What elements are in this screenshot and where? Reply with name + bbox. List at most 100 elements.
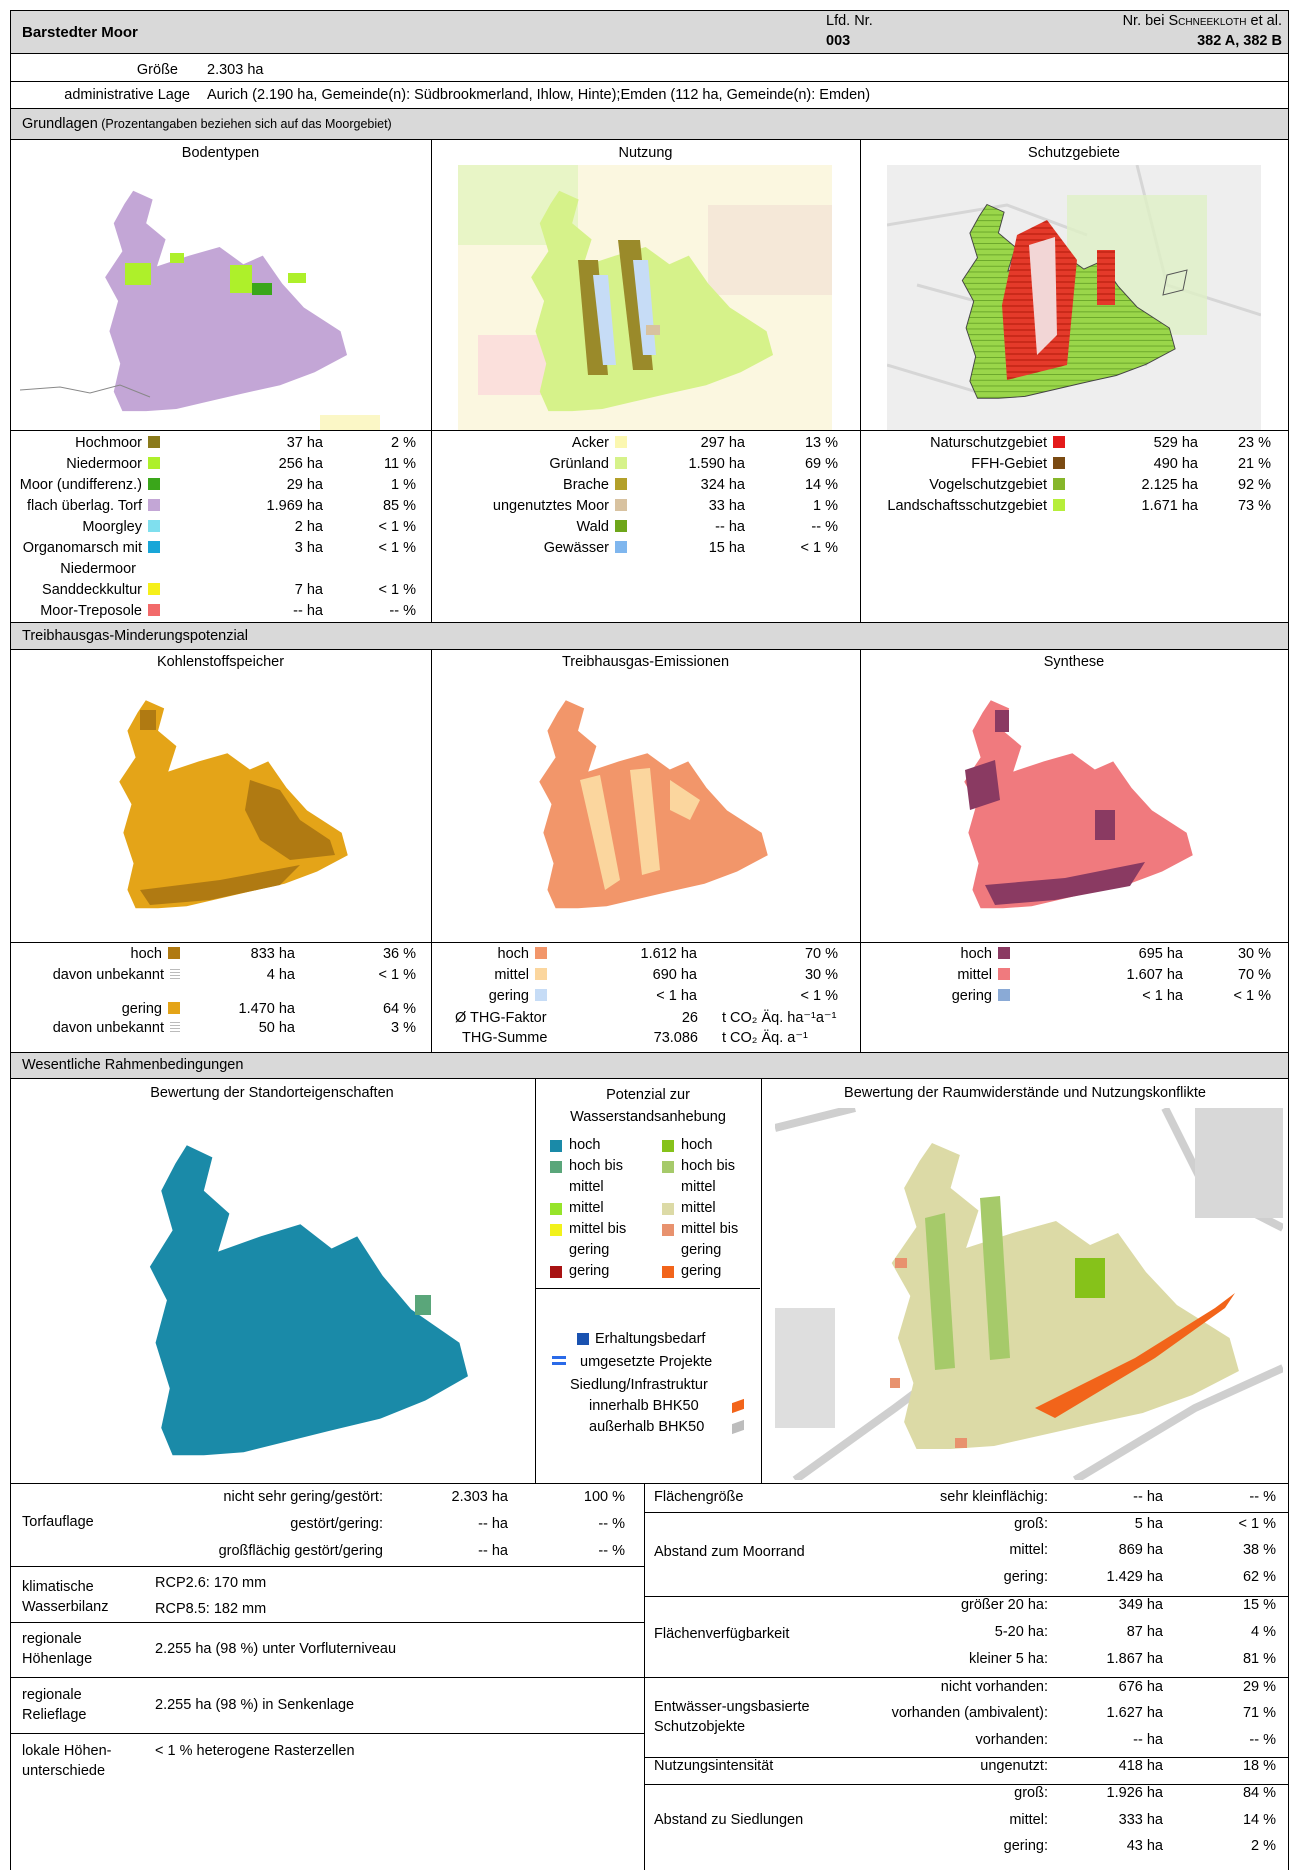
right-pct: 81 % [1242, 1651, 1276, 1667]
right-ha: 43 ha [1126, 1838, 1163, 1854]
schutz-obj-label: Entwässer-ungsbasierte [654, 1699, 810, 1715]
projekte-label: umgesetzte Projekte [580, 1354, 713, 1370]
table-rule [431, 139, 432, 622]
legend-label-text: Naturschutzgebiet [930, 435, 1047, 451]
legend-ha: 2.125 ha [1141, 477, 1198, 493]
legend-swatch [148, 457, 160, 469]
legend-pct: 70 % [804, 946, 838, 962]
verf-label: Flächenverfügbarkeit [654, 1626, 790, 1642]
legend-label: Landschaftsschutzgebiet [887, 497, 1065, 515]
right-pct: 18 % [1242, 1758, 1276, 1774]
legend-swatch [148, 604, 160, 616]
legend-ha: 37 ha [286, 435, 323, 451]
potenzial-label: gering [681, 1263, 722, 1279]
lfd-label: Lfd. Nr. [826, 13, 873, 29]
legend-pct: 1 % [813, 498, 838, 514]
klima-rcp85: RCP8.5: 182 mm [155, 1601, 267, 1617]
legend-pct: 92 % [1237, 477, 1271, 493]
potenzial-label: hoch [569, 1137, 601, 1153]
legend-label-text: Moorgley [82, 519, 142, 535]
legend-pct: < 1 % [1233, 988, 1271, 1004]
legend-swatch [535, 989, 547, 1001]
legend-label-text: davon unbekannt [52, 1020, 164, 1036]
right-pct: 84 % [1242, 1785, 1276, 1801]
right-ha: 1.867 ha [1106, 1651, 1163, 1667]
legend-label: Naturschutzgebiet [930, 434, 1065, 452]
legend-ha: 33 ha [708, 498, 745, 514]
table-rule [860, 649, 861, 1052]
legend-label-text: flach überlag. Torf [27, 498, 142, 514]
right-pct: < 1 % [1238, 1516, 1276, 1532]
page-title: Barstedter Moor [22, 24, 138, 41]
right-cond: größer 20 ha: [960, 1597, 1048, 1613]
potenzial-swatch [662, 1266, 674, 1278]
legend-swatch [615, 457, 627, 469]
groesse-label: Größe [136, 62, 178, 78]
legend-ha: 1.590 ha [688, 456, 745, 472]
hoehen-label: regionale [22, 1631, 82, 1647]
potenzial-swatch [550, 1161, 562, 1173]
legend-label: Gewässer [544, 539, 627, 557]
table-rule [10, 649, 1288, 650]
torf-pct: 100 % [583, 1489, 625, 1505]
siedl-label: Abstand zu Siedlungen [654, 1812, 804, 1828]
legend-swatch [1053, 478, 1065, 490]
legend-swatch [615, 499, 627, 511]
legend-pct: 30 % [1237, 946, 1271, 962]
legend-label: gering [489, 987, 547, 1005]
synth-map [945, 690, 1205, 925]
right-pct: -- % [1249, 1732, 1276, 1748]
abstand-label: Abstand zum Moorrand [654, 1544, 805, 1560]
right-cond: gering: [1003, 1838, 1048, 1854]
legend-ha: 3 ha [294, 540, 323, 556]
legend-label: Wald [577, 518, 627, 536]
rahmen-heading: Wesentliche Rahmenbedingungen [22, 1057, 244, 1073]
grundlagen-band [10, 109, 1288, 139]
potenzial-label: mittel bis [569, 1221, 627, 1237]
schutz-map [887, 165, 1261, 430]
legend-swatch [615, 520, 627, 532]
potenzial-label: gering [569, 1242, 610, 1258]
right-pct: 4 % [1251, 1624, 1276, 1640]
potenzial-label: mittel [569, 1179, 604, 1195]
right-ha: 349 ha [1118, 1597, 1163, 1613]
boden-map [20, 165, 420, 430]
right-pct: -- % [1249, 1489, 1276, 1505]
legend-ha: 1.612 ha [640, 946, 697, 962]
legend-pct: 21 % [1237, 456, 1271, 472]
table-rule [431, 649, 432, 1052]
torf-cond: großflächig gestört/gering [218, 1543, 383, 1559]
legend-swatch [535, 947, 547, 959]
legend-pct: 73 % [1237, 498, 1271, 514]
legend-label-text: Vogelschutzgebiet [929, 477, 1047, 493]
legend-label: ungenutztes Moor [493, 497, 627, 515]
legend-label-text: Moor (undifferenz.) [19, 477, 142, 493]
hoehen-value: 2.255 ha (98 %) unter Vorfluterniveau [155, 1641, 397, 1657]
legend-pct: 85 % [382, 498, 416, 514]
legend-label-text: Acker [571, 435, 609, 451]
legend-swatch [148, 436, 160, 448]
right-ha: 418 ha [1118, 1758, 1163, 1774]
relief-value: 2.255 ha (98 %) in Senkenlage [155, 1697, 355, 1713]
legend-ha: < 1 ha [1142, 988, 1183, 1004]
kohlen-map [100, 690, 360, 925]
legend-pct: 1 % [391, 477, 416, 493]
right-cond: ungenutzt: [980, 1758, 1048, 1774]
legend-pct: -- % [811, 519, 838, 535]
lokal-label-2: unterschiede [22, 1763, 106, 1779]
schutz-title: Schutzgebiete [1028, 145, 1120, 161]
legend-label: davon unbekannt [53, 1019, 180, 1037]
flaeche-label: Flächengröße [654, 1489, 744, 1505]
projekte-swatch [552, 1356, 566, 1359]
legend-label: flach überlag. Torf [27, 497, 160, 515]
potenzial-title-2: Wasserstandsanhebung [570, 1109, 726, 1125]
right-cond: mittel: [1009, 1542, 1048, 1558]
potenzial-label: mittel [569, 1200, 604, 1216]
lfd-value: 003 [826, 33, 851, 49]
right-pct: 38 % [1242, 1542, 1276, 1558]
grundlagen-heading: Grundlagen (Prozentangaben beziehen sich… [22, 116, 392, 132]
klima-rcp26: RCP2.6: 170 mm [155, 1575, 267, 1591]
legend-label: mittel [957, 966, 1010, 984]
legend-label: Sanddeckkultur [42, 581, 160, 599]
legend-label-text: Grünland [549, 456, 609, 472]
